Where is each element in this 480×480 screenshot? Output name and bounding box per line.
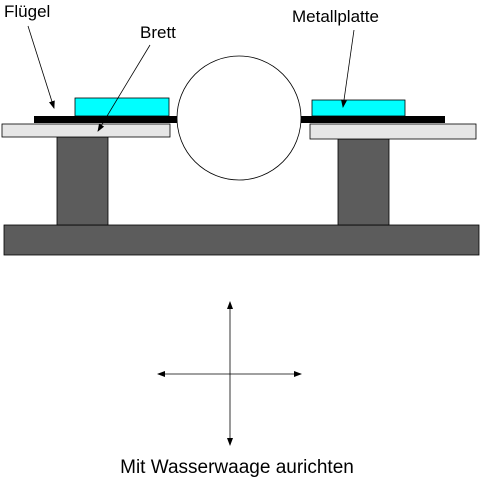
- right-metal-plate: [311, 99, 406, 117]
- label-metal-plate: Metallplatte: [292, 7, 379, 26]
- leader-metal-plate: [341, 29, 355, 108]
- base-plate: [3, 224, 480, 256]
- caption: Mit Wasserwaage aurichten: [120, 457, 354, 478]
- leader-board: [97, 44, 151, 132]
- left-support: [56, 136, 109, 226]
- leader-wing: [27, 25, 55, 109]
- right-wing: [300, 116, 445, 123]
- left-board: [1, 123, 171, 138]
- label-wing: Flügel: [4, 2, 50, 21]
- right-board: [309, 123, 477, 140]
- label-board: Brett: [140, 23, 176, 42]
- left-metal-plate: [74, 97, 170, 117]
- right-support: [337, 138, 390, 226]
- left-wing: [34, 116, 178, 123]
- ball: [176, 55, 302, 181]
